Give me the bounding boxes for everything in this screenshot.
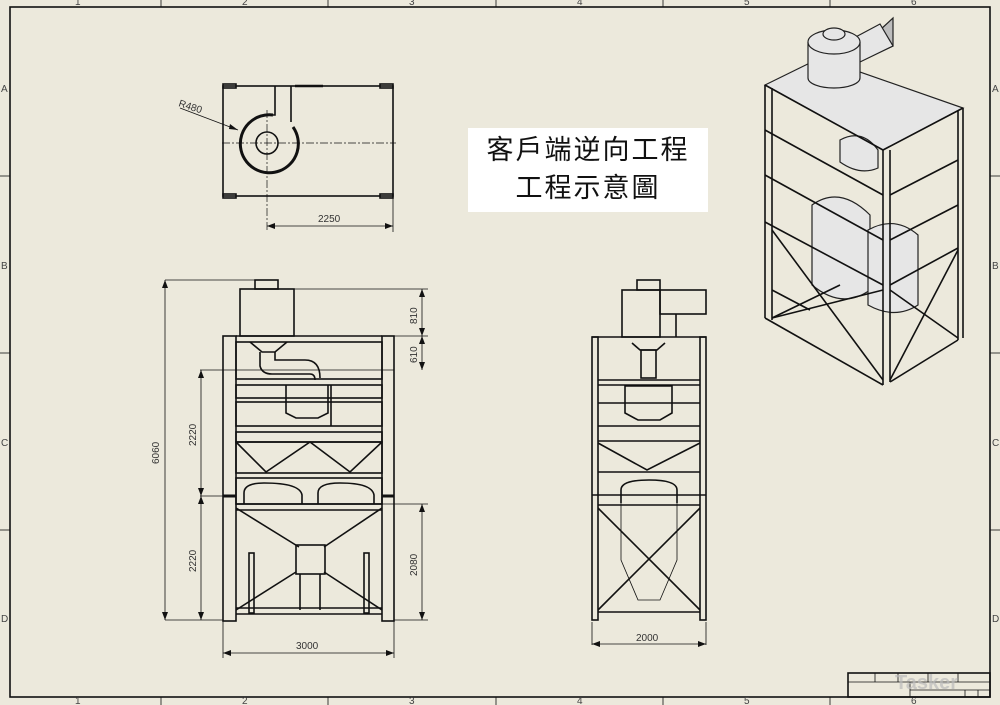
zone-col-5: 5 xyxy=(744,0,750,8)
sheet-border xyxy=(9,6,991,698)
dim-2220-upper: 2220 xyxy=(188,423,199,446)
radius-label: R480 xyxy=(177,98,204,116)
zone-col-1-bottom: 1 xyxy=(75,696,81,705)
title-line-2: 工程示意圖 xyxy=(515,173,661,204)
dim-6060: 6060 xyxy=(151,441,162,464)
zone-col-3: 3 xyxy=(409,0,415,8)
zone-row-c-right: C xyxy=(992,438,999,449)
zone-row-b-right: B xyxy=(992,261,999,272)
zone-col-6-bottom: 6 xyxy=(911,696,917,705)
zone-row-c: C xyxy=(1,438,8,449)
title-block xyxy=(847,672,991,698)
isometric-view xyxy=(763,16,965,386)
side-view: 2000 xyxy=(591,279,707,647)
zone-row-d: D xyxy=(1,614,8,625)
dim-610: 610 xyxy=(409,346,420,363)
zone-col-4: 4 xyxy=(577,0,583,8)
front-view-panel xyxy=(295,544,326,575)
zone-col-1: 1 xyxy=(75,0,81,8)
dim-2250: 2250 xyxy=(318,214,341,225)
zone-row-b: B xyxy=(1,261,8,272)
dim-3000: 3000 xyxy=(296,641,319,652)
zone-row-d-right: D xyxy=(992,614,999,625)
top-view: R480 2250 xyxy=(177,83,396,232)
dim-2080: 2080 xyxy=(409,553,420,576)
zone-col-5-bottom: 5 xyxy=(744,696,750,705)
zone-col-2: 2 xyxy=(242,0,248,8)
front-dimensions: 6060 2220 2220 810 610 2080 3000 xyxy=(151,279,428,658)
title-line-1: 客戶端逆向工程 xyxy=(486,135,690,166)
zone-row-a-right: A xyxy=(992,84,999,95)
zone-col-3-bottom: 3 xyxy=(409,696,415,705)
zone-col-4-bottom: 4 xyxy=(577,696,583,705)
watermark: Tasker xyxy=(895,672,958,694)
dim-2220-lower: 2220 xyxy=(188,549,199,572)
title-box: 客戶端逆向工程 工程示意圖 xyxy=(468,128,708,212)
dim-2000: 2000 xyxy=(636,633,659,644)
zone-col-6: 6 xyxy=(911,0,917,8)
zone-row-a: A xyxy=(1,84,8,95)
front-view: 6060 2220 2220 810 610 2080 3000 xyxy=(151,279,428,658)
dim-810: 810 xyxy=(409,307,420,324)
zone-col-2-bottom: 2 xyxy=(242,696,248,705)
